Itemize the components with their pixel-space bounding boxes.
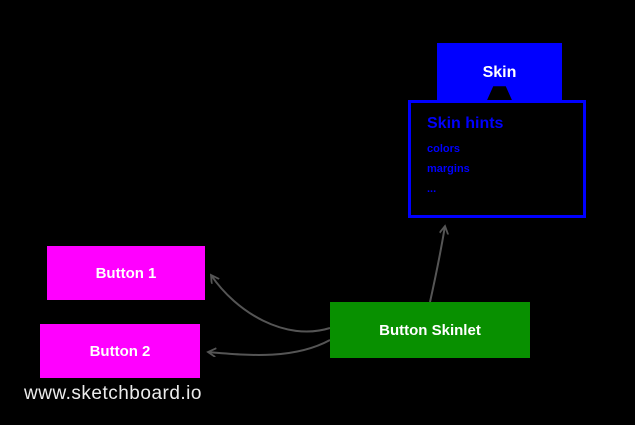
node-button1[interactable]: Button 1 [47, 246, 205, 300]
skin-hints-title: Skin hints [427, 115, 504, 132]
skin-hints-item-margins: margins [427, 163, 470, 175]
sketchboard-watermark: www.sketchboard.io [24, 383, 202, 404]
node-button1-label: Button 1 [95, 264, 157, 282]
arrow-skinlet-to-skin-hints[interactable] [429, 226, 445, 303]
skin-hints-item-colors: colors [427, 143, 461, 155]
arrow-skinlet-to-button2[interactable] [208, 339, 331, 355]
node-button-skinlet-label: Button Skinlet [379, 321, 481, 339]
arrow-skinlet-to-button1[interactable] [211, 275, 331, 333]
node-button2[interactable]: Button 2 [40, 324, 200, 378]
node-skin-label: Skin [482, 64, 517, 81]
skin-hints-item-ellipsis: ... [427, 183, 437, 195]
node-skin-hints[interactable]: Skin hints colors margins ... [408, 100, 586, 218]
node-button-skinlet[interactable]: Button Skinlet [330, 302, 530, 358]
node-button2-label: Button 2 [89, 342, 151, 360]
